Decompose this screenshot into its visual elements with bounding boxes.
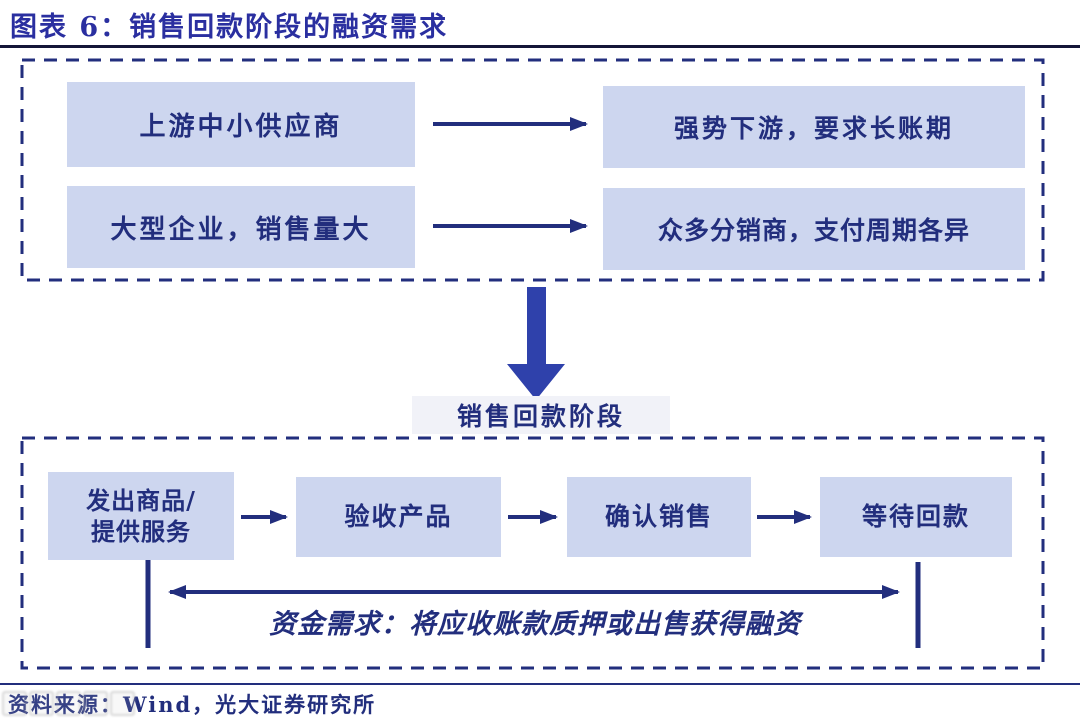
box-strong-downstream: 强势下游，要求长账期 (603, 86, 1025, 168)
source-line: 资料来源：Wind，光大证券研究所 (8, 692, 377, 717)
box-many-distributors: 众多分销商，支付周期各异 (603, 188, 1025, 270)
step-accept-product: 验收产品 (296, 477, 501, 557)
step-await-payment: 等待回款 (820, 477, 1012, 557)
stage-label: 销售回款阶段 (412, 396, 670, 434)
funding-note: 资金需求：将应收账款质押或出售获得融资 (269, 609, 801, 640)
box-upstream-suppliers: 上游中小供应商 (67, 82, 415, 167)
upper-dashed-frame (20, 58, 1045, 282)
figure-title: 图表 6：销售回款阶段的融资需求 (10, 12, 449, 43)
step-confirm-sale: 确认销售 (567, 477, 751, 557)
footer-rule (0, 683, 1080, 685)
step-ship-goods: 发出商品/ 提供服务 (48, 472, 234, 560)
title-underline (0, 45, 1080, 48)
big-down-arrow (507, 287, 565, 400)
lower-dashed-frame (20, 436, 1045, 670)
box-large-enterprise: 大型企业，销售量大 (67, 186, 415, 268)
